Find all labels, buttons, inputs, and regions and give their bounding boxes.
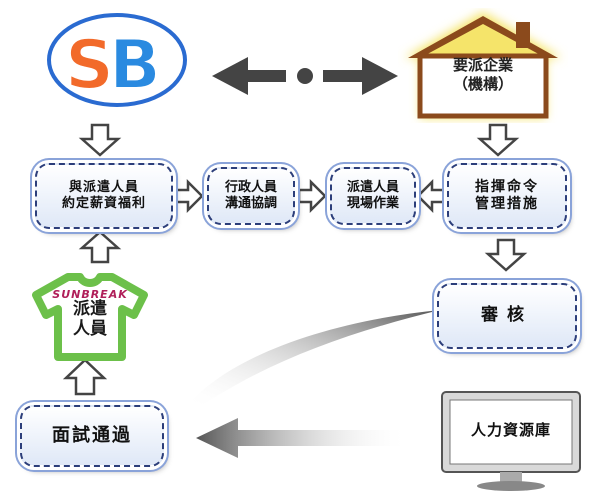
- step-admin-line1: 行政人員: [224, 179, 277, 195]
- svg-text:S: S: [65, 26, 114, 105]
- arrow-logo-to-sign: [78, 123, 122, 157]
- arrow-admin-to-site: [297, 178, 327, 214]
- worker-line2: 人員: [73, 319, 107, 340]
- arrow-sign-to-admin: [174, 178, 204, 214]
- shirt-brand: SUNBREAK: [52, 288, 128, 301]
- step-interview-passed: 面試通過: [20, 405, 164, 467]
- worker-shirt-icon: SUNBREAK 派遣 人員: [30, 271, 150, 361]
- client-house-icon: 要派企業 （機構）: [398, 8, 568, 123]
- client-line1: 要派企業: [452, 56, 513, 74]
- step-site-line2: 現場作業: [346, 196, 399, 211]
- sb-logo: S B: [45, 8, 190, 108]
- arrow-worker-to-sign: [78, 230, 122, 264]
- worker-line1: 派遣: [73, 299, 107, 319]
- client-line2: （機構）: [452, 74, 513, 93]
- worker-label: 派遣 人員: [40, 299, 140, 340]
- arrow-client-to-mgmt: [476, 123, 520, 157]
- long-arrow-db-to-interview: [196, 418, 410, 458]
- step-site-line1: 派遣人員: [346, 179, 399, 195]
- step-review: 審核: [437, 283, 577, 349]
- step-mgmt-line1: 指揮命令: [475, 178, 539, 195]
- step-sign-line1: 與派遣人員: [68, 179, 139, 195]
- double-arrow-logo-client: [212, 57, 398, 95]
- step-admin-line2: 溝通協調: [224, 196, 277, 211]
- step-interview-label: 面試通過: [52, 424, 132, 446]
- arrow-interview-to-worker: [62, 358, 108, 396]
- step-admin-coordination: 行政人員 溝通協調: [207, 167, 295, 225]
- step-onsite-work: 派遣人員 現場作業: [330, 167, 416, 225]
- arrow-mgmt-to-site: [416, 178, 446, 214]
- step-sign-line2: 約定薪資福利: [61, 196, 146, 211]
- arrow-mgmt-to-review: [484, 238, 528, 272]
- talent-database-monitor-icon: 人力資源庫: [438, 388, 586, 493]
- sweep-arrow-review-to-interview: [190, 310, 440, 408]
- step-sign-contract: 與派遣人員 約定薪資福利: [35, 163, 173, 229]
- step-command-management: 指揮命令 管理措施: [447, 163, 567, 229]
- talent-database-label: 人力資源庫: [470, 421, 551, 439]
- step-mgmt-line2: 管理措施: [475, 196, 539, 212]
- client-label: 要派企業 （機構）: [398, 56, 568, 94]
- step-review-label: 審核: [481, 305, 533, 326]
- svg-text:B: B: [109, 26, 161, 105]
